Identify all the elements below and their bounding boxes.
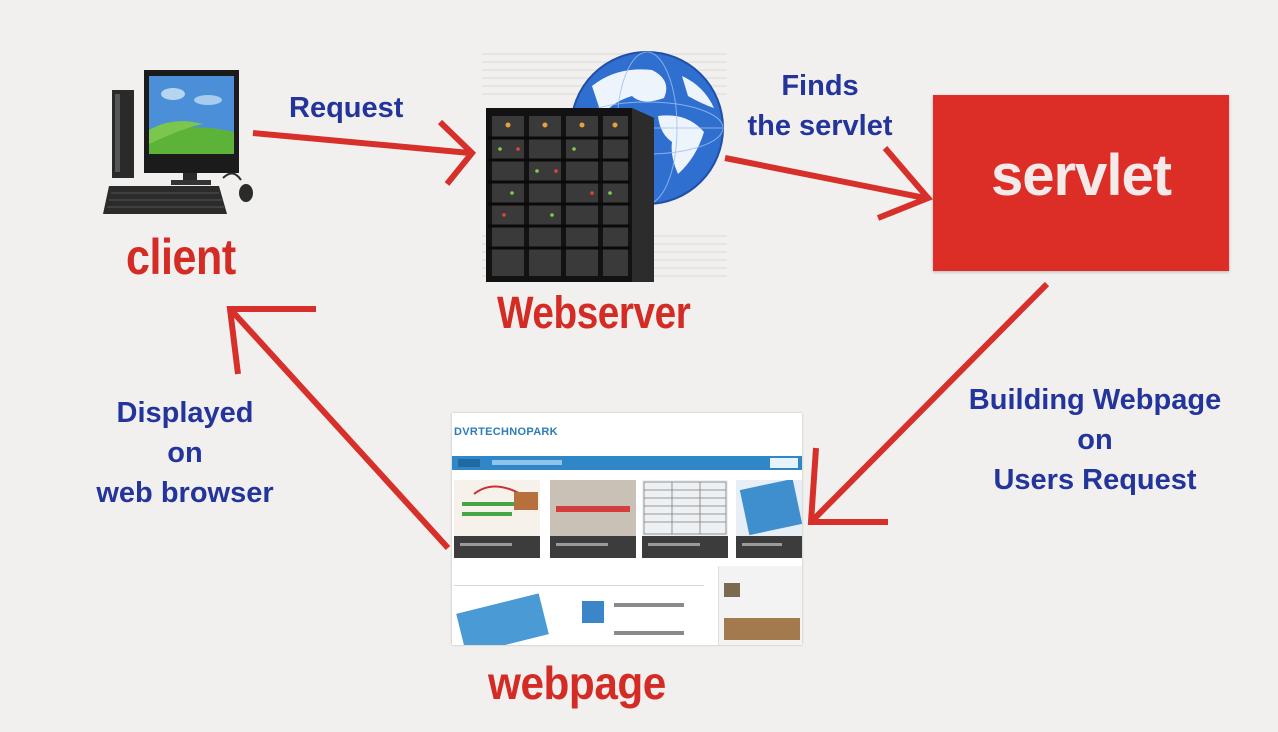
arrow-request bbox=[252, 119, 477, 186]
webpage-screenshot-icon: DVRTECHNOPARK bbox=[452, 413, 802, 645]
finds-line-2: the servlet bbox=[747, 110, 893, 142]
thumbnail-panel-4 bbox=[736, 480, 802, 558]
thumbnail-panel-1 bbox=[454, 480, 540, 558]
server-rack-icon bbox=[482, 51, 727, 282]
thumbnail-brand: DVRTECHNOPARK bbox=[454, 426, 558, 438]
servlet-node: servlet bbox=[933, 95, 1229, 271]
displayed-label: Displayed on web browser bbox=[70, 393, 300, 513]
servlet-label: servlet bbox=[990, 142, 1172, 208]
building-webpage-label: Building Webpage on Users Request bbox=[940, 380, 1250, 500]
webpage-label: webpage bbox=[488, 657, 666, 709]
displayed-line-2: on bbox=[167, 437, 203, 469]
thumbnail-tagline bbox=[454, 439, 455, 445]
request-label: Request bbox=[289, 92, 404, 124]
thumbnail-navbar bbox=[452, 456, 802, 470]
thumbnail-panel-3 bbox=[642, 480, 728, 558]
arrow-finds-servlet bbox=[724, 146, 934, 221]
computer-icon bbox=[103, 70, 253, 214]
building-line-1: Building Webpage bbox=[968, 384, 1222, 416]
building-line-2: on bbox=[1077, 424, 1113, 456]
displayed-line-1: Displayed bbox=[116, 397, 254, 429]
displayed-line-3: web browser bbox=[96, 477, 274, 509]
building-line-3: Users Request bbox=[993, 464, 1197, 496]
client-label: client bbox=[126, 229, 236, 285]
finds-servlet-label: Finds the servlet bbox=[735, 66, 905, 146]
arrow-displayed bbox=[226, 306, 451, 551]
thumbnail-panel-2 bbox=[550, 480, 636, 558]
webserver-label: Webserver bbox=[497, 287, 691, 338]
arrow-building-webpage bbox=[807, 281, 1050, 525]
finds-line-1: Finds bbox=[781, 70, 859, 102]
